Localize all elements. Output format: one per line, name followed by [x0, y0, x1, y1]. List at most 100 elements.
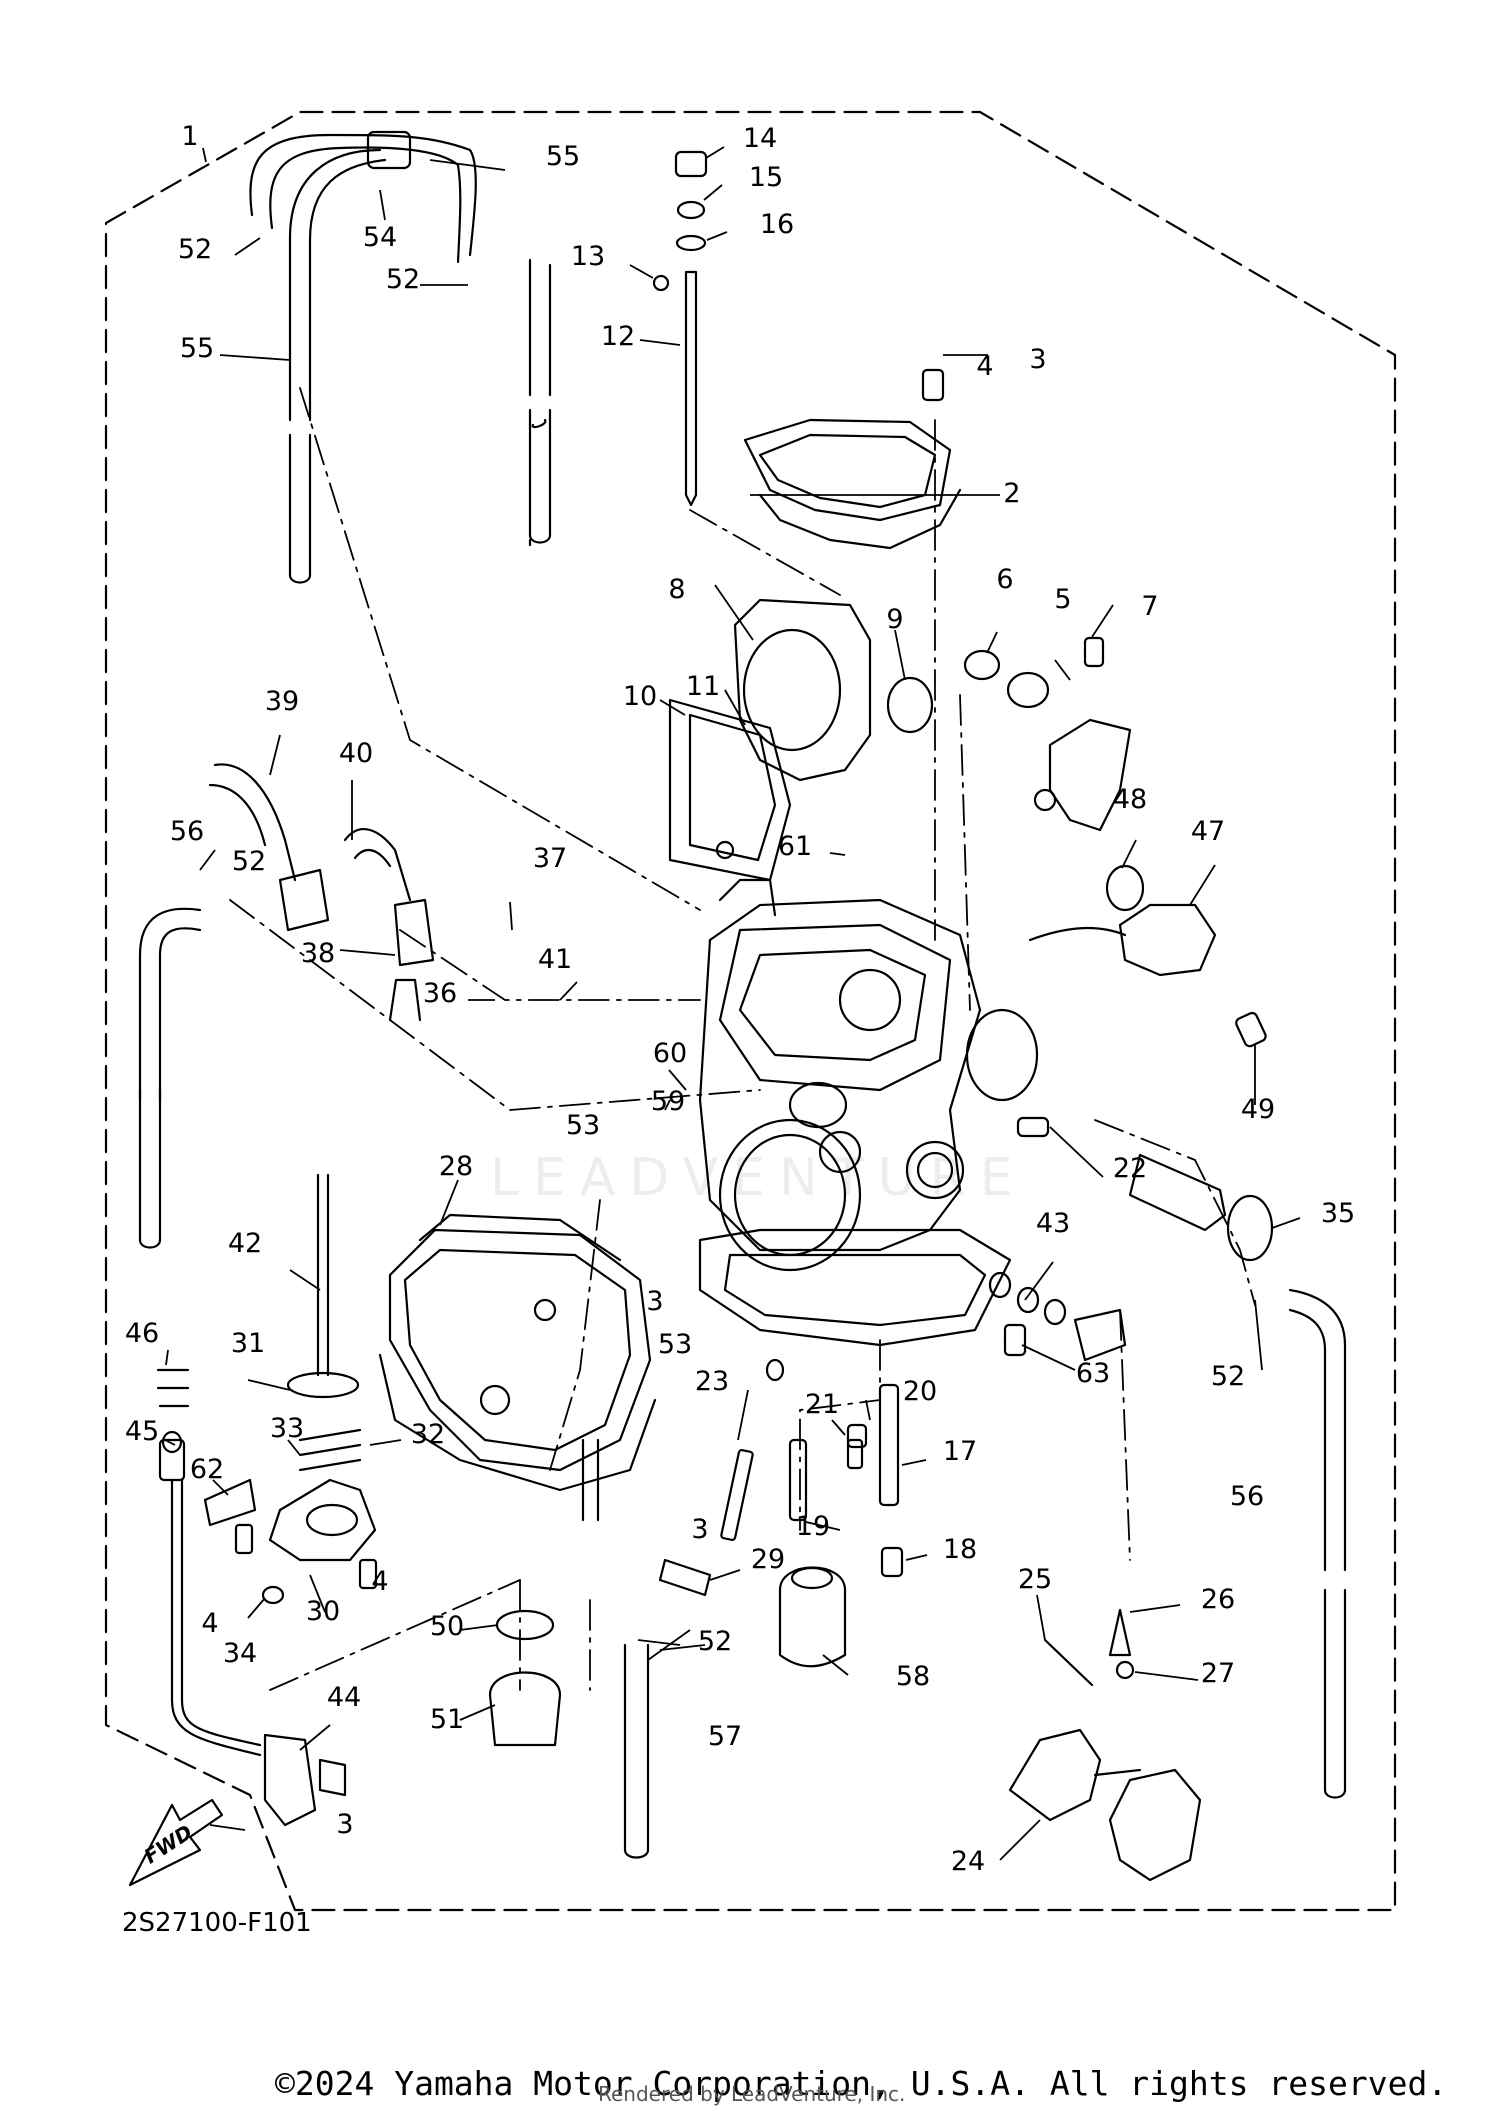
callout-50: 50	[430, 1611, 464, 1642]
callout-40: 40	[339, 738, 373, 769]
callout-10: 10	[623, 681, 657, 712]
fittings-right	[988, 1116, 1127, 1362]
jets	[720, 1358, 904, 1578]
callout-51: 51	[430, 1704, 464, 1735]
callout-4: 4	[201, 1608, 218, 1639]
throttle-lever	[963, 636, 1132, 832]
callout-30: 30	[306, 1596, 340, 1627]
callout-5: 5	[1054, 584, 1071, 615]
callout-55: 55	[546, 141, 580, 172]
callout-3: 3	[1029, 344, 1046, 375]
overflow-hose-right	[1288, 1288, 1347, 1799]
callout-44: 44	[327, 1682, 361, 1713]
callout-39: 39	[265, 686, 299, 717]
callout-11: 11	[686, 671, 720, 702]
carburetor-body	[698, 878, 1039, 1347]
callout-19: 19	[796, 1511, 830, 1542]
callout-9: 9	[886, 604, 903, 635]
callout-56: 56	[1230, 1481, 1264, 1512]
callout-45: 45	[125, 1416, 159, 1447]
callout-16: 16	[760, 209, 794, 240]
overflow-hoses-left	[138, 763, 435, 1249]
drain-parts	[488, 1558, 712, 1859]
callout-58: 58	[896, 1661, 930, 1692]
callout-14: 14	[743, 123, 777, 154]
callout-52: 52	[698, 1626, 732, 1657]
callout-54: 54	[363, 222, 397, 253]
callout-52: 52	[178, 234, 212, 265]
callout-27: 27	[1201, 1658, 1235, 1689]
callout-63: 63	[1076, 1358, 1110, 1389]
callout-2: 2	[1003, 478, 1020, 509]
callout-62: 62	[190, 1454, 224, 1485]
callout-33: 33	[270, 1413, 304, 1444]
callout-56: 56	[170, 816, 204, 847]
callout-15: 15	[749, 162, 783, 193]
callout-18: 18	[943, 1534, 977, 1565]
callout-1: 1	[181, 121, 198, 152]
callout-32: 32	[411, 1419, 445, 1450]
vent-hose-set	[249, 130, 552, 584]
callout-21: 21	[805, 1389, 839, 1420]
callout-36: 36	[423, 978, 457, 1009]
float-parts	[778, 1566, 1135, 1687]
callout-52: 52	[232, 846, 266, 877]
callout-59: 59	[651, 1086, 685, 1117]
callout-52: 52	[386, 264, 420, 295]
callout-53: 53	[658, 1329, 692, 1360]
float	[1008, 1728, 1202, 1882]
callout-57: 57	[708, 1721, 742, 1752]
assembly-boundary	[104, 110, 1397, 1912]
callout-61: 61	[778, 831, 812, 862]
callout-41: 41	[538, 944, 572, 975]
callout-53: 53	[566, 1110, 600, 1141]
jet-needle-assembly	[652, 150, 708, 507]
callout-60: 60	[653, 1038, 687, 1069]
callout-25: 25	[1018, 1564, 1052, 1595]
callout-48: 48	[1113, 784, 1147, 815]
callout-47: 47	[1191, 816, 1225, 847]
callout-3: 3	[691, 1514, 708, 1545]
diagram-reference-code: 2S27100-F101	[122, 1908, 312, 1938]
callout-4: 4	[976, 351, 993, 382]
callout-26: 26	[1201, 1584, 1235, 1615]
rendered-by-credit: Rendered by LeadVenture, Inc.	[598, 2082, 906, 2106]
top-cover	[743, 368, 962, 550]
throttle-sensor	[1028, 864, 1267, 1048]
callout-49: 49	[1241, 1094, 1275, 1125]
callout-38: 38	[301, 938, 335, 969]
callout-43: 43	[1036, 1208, 1070, 1239]
callout-35: 35	[1321, 1198, 1355, 1229]
accelerator-pump	[203, 1173, 378, 1605]
callout-46: 46	[125, 1318, 159, 1349]
copyright-notice: ©2024 Yamaha Motor Corporation, U.S.A. A…	[275, 2064, 1448, 2103]
callout-52: 52	[1211, 1361, 1245, 1392]
callout-7: 7	[1141, 591, 1158, 622]
callout-4: 4	[371, 1566, 388, 1597]
fwd-label: FWD	[140, 1820, 197, 1869]
assembly-guide-lines	[229, 387, 1256, 1691]
callout-28: 28	[439, 1151, 473, 1182]
callout-37: 37	[533, 843, 567, 874]
callout-31: 31	[231, 1328, 265, 1359]
callout-20: 20	[903, 1376, 937, 1407]
callout-22: 22	[1113, 1153, 1147, 1184]
watermark: LEADVENTURE	[490, 1148, 1027, 1208]
callout-55: 55	[180, 333, 214, 364]
cable-assembly	[156, 1368, 347, 1827]
fwd-arrow-icon	[128, 1798, 224, 1887]
callout-3: 3	[336, 1809, 353, 1840]
callout-42: 42	[228, 1228, 262, 1259]
callout-17: 17	[943, 1436, 977, 1467]
callout-34: 34	[223, 1638, 257, 1669]
callout-leaders	[164, 146, 1301, 1861]
callout-23: 23	[695, 1366, 729, 1397]
callout-29: 29	[751, 1544, 785, 1575]
float-bowl	[378, 1213, 657, 1522]
throttle-valve	[668, 598, 934, 882]
callout-3: 3	[646, 1286, 663, 1317]
callout-6: 6	[996, 564, 1013, 595]
